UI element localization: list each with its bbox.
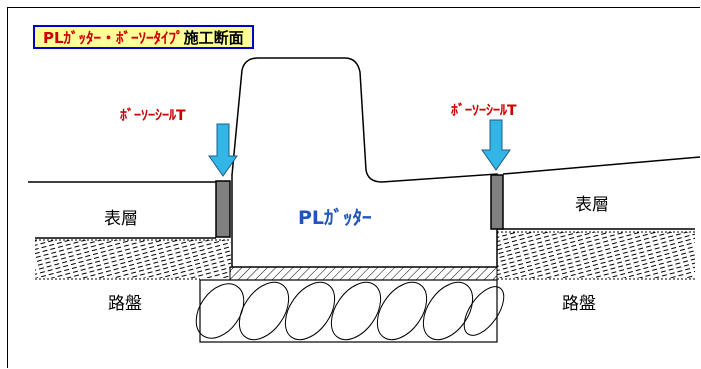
seal-block-left [215, 180, 231, 238]
base-hatch-left [35, 240, 231, 278]
base-label-right: 路盤 [562, 294, 596, 314]
title-section: 施工断面 [183, 28, 244, 47]
arrow-down-icon [208, 123, 238, 177]
seal-label-right: ﾎﾞｰｿｰｼｰﾙT [451, 103, 517, 119]
surface-label-left: 表層 [104, 209, 138, 229]
gutter-body [231, 57, 498, 268]
gutter-label: PLｶﾞｯﾀｰ [298, 207, 372, 229]
title-product: PLｶﾞｯﾀｰ・ﾎﾞｰｿｰﾀｲﾌﾟ [43, 28, 184, 47]
base-hatch-right [497, 232, 695, 278]
road-surface-right [502, 156, 701, 175]
seal-block-right [490, 174, 504, 230]
surface-label-right: 表層 [575, 195, 609, 215]
stone-ellipses [195, 281, 505, 341]
diagram-title: PLｶﾞｯﾀｰ・ﾎﾞｰｿｰﾀｲﾌﾟ 施工断面 [33, 25, 254, 49]
mortar-bed [229, 266, 498, 281]
diagram-frame [7, 7, 700, 368]
arrow-down-icon [481, 119, 511, 171]
base-label-left: 路盤 [108, 294, 142, 314]
seal-label-left: ﾎﾞｰｿｰｼｰﾙT [120, 108, 186, 124]
